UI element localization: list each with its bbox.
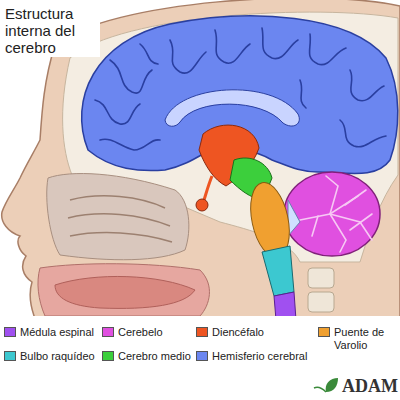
legend-item: Puente de Varolio [318, 326, 396, 352]
legend-item: Médula espinal [4, 326, 94, 339]
legend-text: Médula espinal [20, 326, 94, 339]
legend-text: Cerebro medio [118, 350, 191, 363]
diagram-title: Estructura interna del cerebro [2, 4, 100, 57]
legend-text: Diencéfalo [212, 326, 264, 339]
logo-icon [314, 378, 338, 392]
legend-text: Puente de Varolio [334, 326, 396, 352]
legend-swatch [102, 351, 114, 361]
legend-swatch [196, 327, 208, 337]
legend-swatch [4, 351, 16, 361]
watermark: ADAM [342, 376, 398, 397]
legend-item: Cerebelo [102, 326, 163, 339]
legend-swatch [4, 327, 16, 337]
legend-swatch [196, 351, 208, 361]
legend-text: Hemisferio cerebral [212, 350, 307, 363]
legend-item: Hemisferio cerebral [196, 350, 307, 363]
legend-text: Cerebelo [118, 326, 163, 339]
legend-item: Diencéfalo [196, 326, 264, 339]
legend-swatch [318, 327, 330, 337]
legend-swatch [102, 327, 114, 337]
legend-item: Bulbo raquídeo [4, 350, 95, 363]
legend-item: Cerebro medio [102, 350, 191, 363]
legend-text: Bulbo raquídeo [20, 350, 95, 363]
